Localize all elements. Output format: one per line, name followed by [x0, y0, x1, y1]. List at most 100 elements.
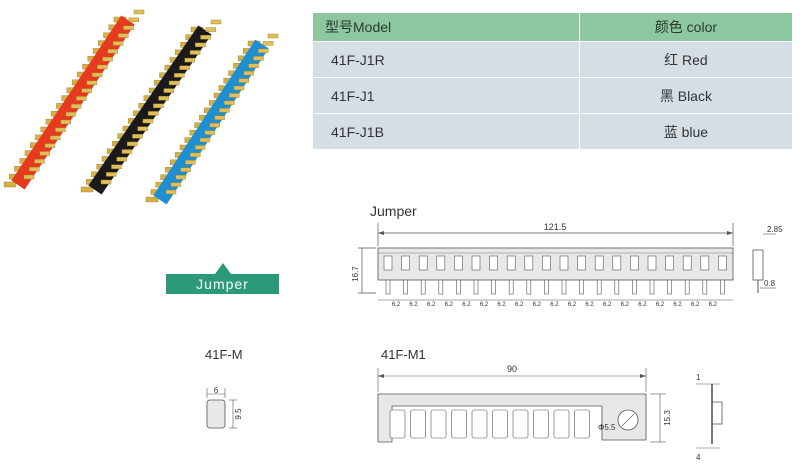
jumper-slot: [630, 255, 639, 271]
jumper-pin: [720, 279, 725, 295]
jumper-slot: [577, 255, 586, 271]
dim-jumper-pitch: 6.2: [409, 302, 418, 308]
dim-jumper-pitch: 6.2: [673, 302, 682, 308]
dim-jumper-pitch: 6.2: [656, 302, 665, 308]
dim-m1-height: 15.3: [663, 410, 672, 426]
dim-jumper-side-bottom: 0.8: [764, 279, 776, 288]
cell-model: 41F-J1B: [312, 113, 580, 150]
m1-slot: [533, 409, 549, 439]
red-jumper-strip: [3, 9, 145, 190]
jumper-slot: [454, 255, 463, 271]
jumper-slot: [612, 255, 622, 271]
dim-jumper-height: 16.7: [351, 266, 360, 282]
m-drawing: 6 9.5: [206, 386, 243, 429]
jumper-drawing: 121.5 16.7 6.2 6.2 6.2 6.2 6.2 6.2 6.2 6.2 6.2 6.…: [351, 222, 783, 308]
jumper-slot: [665, 255, 674, 271]
blue-jumper-strip: [145, 33, 279, 205]
m1-slot: [492, 409, 508, 439]
dim-jumper-pitch: 6.2: [709, 302, 718, 308]
product-photo: [3, 9, 279, 205]
jumper-drawing-title: Jumper: [370, 203, 417, 219]
jumper-pin: [420, 279, 426, 295]
dim-jumper-side-top: 2.85: [767, 225, 783, 234]
cell-color: 红 Red: [578, 41, 794, 78]
dim-m-height: 9.5: [234, 408, 243, 420]
dim-jumper-pitch: 6.2: [550, 302, 559, 308]
m1-slot: [410, 409, 426, 439]
jumper-slot: [524, 255, 534, 271]
dim-jumper-pitch: 6.2: [392, 302, 401, 308]
jumper-pin: [385, 279, 391, 295]
m1-slot: [451, 409, 467, 439]
dim-jumper-pitch: 6.2: [480, 302, 489, 308]
table-row: 41F-J1R 红 Red: [312, 41, 794, 78]
jumper-pin: [491, 279, 496, 295]
black-jumper-strip: [80, 19, 222, 195]
dim-jumper-pitch: 6.2: [462, 302, 471, 308]
header-model: 型号Model: [312, 12, 580, 42]
dim-m1-length: 90: [507, 364, 517, 374]
jumper-pin: [456, 279, 461, 295]
m-drawing-title: 41F-M: [205, 347, 243, 362]
dim-jumper-pitch: 6.2: [515, 302, 524, 308]
jumper-slot: [700, 255, 710, 271]
jumper-pin: [684, 279, 690, 295]
cell-model: 41F-J1: [312, 77, 580, 114]
jumper-pin: [473, 279, 479, 295]
jumper-pin: [561, 279, 567, 295]
model-color-table: 型号Model 颜色 color 41F-J1R 红 Red 41F-J1 黑 …: [312, 12, 794, 150]
jumper-pin: [579, 279, 584, 295]
header-color: 颜色 color: [578, 12, 794, 42]
dim-m1-side-top: 1: [696, 373, 701, 382]
jumper-pin: [438, 279, 444, 295]
m1-slot: [574, 409, 590, 439]
jumper-pin: [649, 279, 655, 295]
m1-slot: [389, 409, 406, 439]
m1-drawing: 90 Φ5.5 15.3 1 4: [377, 364, 723, 462]
jumper-pin: [702, 279, 708, 295]
dim-m1-hole: Φ5.5: [598, 423, 616, 432]
jumper-slot: [436, 255, 446, 271]
jumper-slot: [401, 255, 410, 271]
dim-jumper-pitch: 6.2: [427, 302, 436, 308]
jumper-pin: [544, 279, 549, 295]
jumper-slot: [647, 255, 657, 271]
jumper-slot: [471, 255, 481, 271]
jumper-pin: [526, 279, 532, 295]
dim-jumper-pitch: 6.2: [445, 302, 454, 308]
jumper-slot: [489, 255, 498, 271]
dim-jumper-pitch: 6.2: [621, 302, 630, 308]
dim-jumper-pitch: 6.2: [585, 302, 594, 308]
cell-color: 黑 Black: [578, 77, 794, 114]
m1-slot: [512, 409, 529, 439]
m1-slot: [430, 409, 447, 439]
jumper-pin: [508, 279, 514, 295]
jumper-pin: [614, 279, 620, 295]
jumper-slot: [682, 255, 692, 271]
dim-jumper-pitch: 6.2: [603, 302, 612, 308]
dim-m1-side-bottom: 4: [696, 453, 701, 462]
table-row: 41F-J1 黑 Black: [312, 77, 794, 114]
badge-triangle-icon: [215, 263, 231, 274]
dim-m-width: 6: [214, 386, 219, 395]
jumper-slot: [594, 255, 604, 271]
jumper-badge: Jumper: [166, 274, 279, 294]
dim-jumper-length: 121.5: [544, 222, 567, 232]
dim-jumper-pitch: 6.2: [568, 302, 577, 308]
jumper-slot: [506, 255, 516, 271]
cell-color: 蓝 blue: [578, 113, 794, 150]
jumper-slot: [559, 255, 569, 271]
m1-drawing-title: 41F-M1: [381, 347, 426, 362]
jumper-slot: [718, 255, 727, 271]
dim-jumper-pitch: 6.2: [638, 302, 647, 308]
cell-model: 41F-J1R: [312, 41, 580, 78]
jumper-slot: [542, 255, 551, 271]
jumper-pin: [403, 279, 408, 295]
jumper-pin: [632, 279, 637, 295]
jumper-slot: [418, 255, 428, 271]
dim-jumper-pitch: 6.2: [533, 302, 542, 308]
dim-jumper-pitch: 6.2: [497, 302, 506, 308]
m1-slot: [553, 409, 570, 439]
table-row: 41F-J1B 蓝 blue: [312, 113, 794, 150]
jumper-pin: [667, 279, 672, 295]
